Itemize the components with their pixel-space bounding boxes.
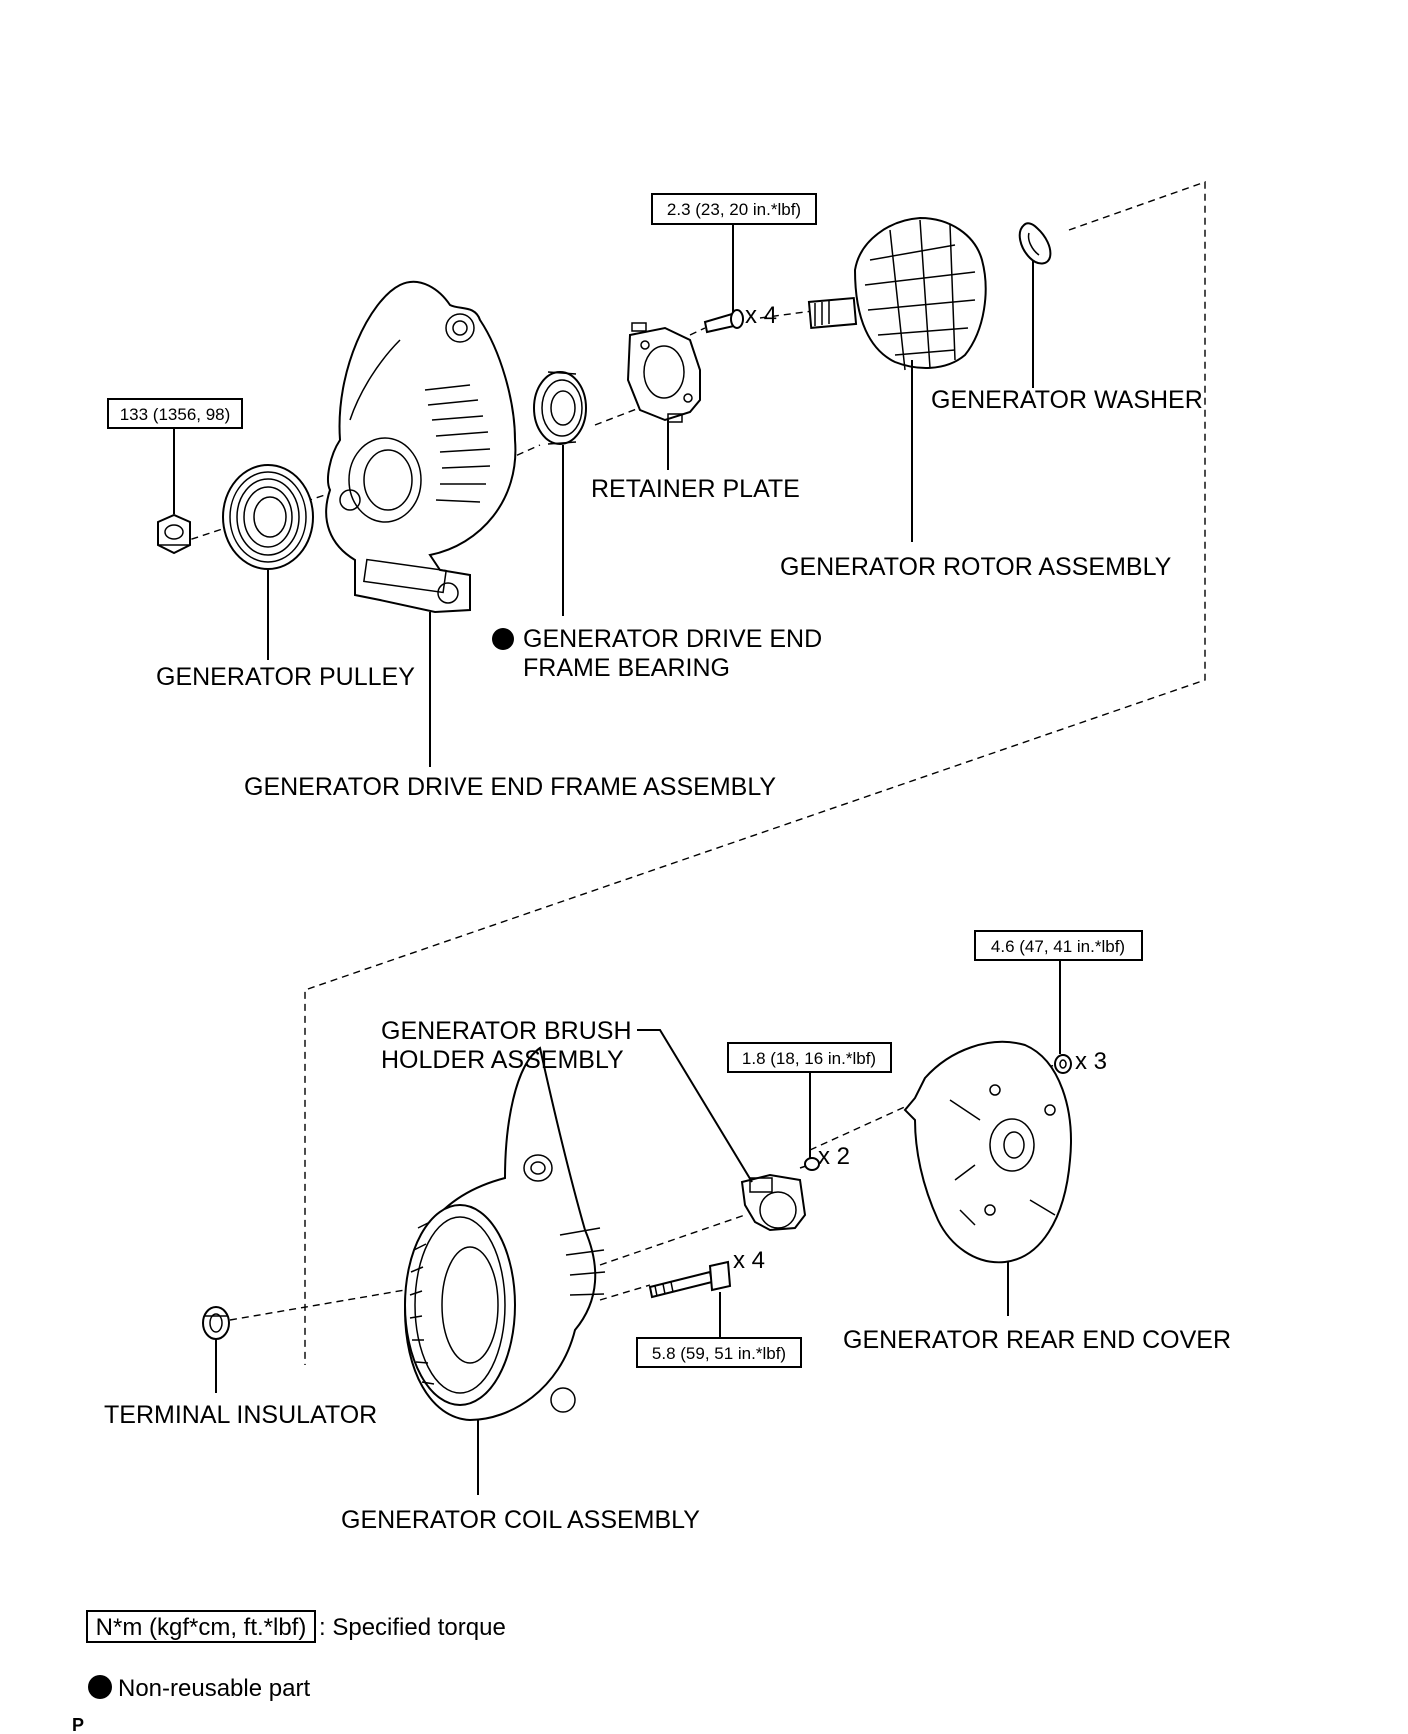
rear-end-cover-part	[903, 1040, 1072, 1264]
label-brush-holder-line2: HOLDER ASSEMBLY	[381, 1046, 624, 1074]
qty-retainer-screws: x 4	[745, 302, 777, 329]
retainer-screw-part	[703, 309, 744, 334]
qty-rear-cover-nuts: x 3	[1075, 1048, 1107, 1075]
legend-torque-unit: N*m (kgf*cm, ft.*lbf)	[96, 1614, 307, 1641]
pulley-nut-part	[157, 513, 191, 555]
qty-through-bolts: x 4	[733, 1247, 765, 1274]
leader-lines	[173, 224, 1061, 1495]
label-drive-end-frame-bearing-line1: GENERATOR DRIVE END	[523, 625, 822, 653]
label-generator-rear-end-cover: GENERATOR REAR END COVER	[843, 1326, 1231, 1354]
terminal-insulator-part	[202, 1306, 230, 1340]
label-generator-rotor-assembly: GENERATOR ROTOR ASSEMBLY	[780, 553, 1172, 581]
drive-end-frame-bearing-part	[533, 371, 587, 445]
torque-rear-cover-text: 4.6 (47, 41 in.*lbf)	[991, 937, 1125, 956]
label-generator-washer: GENERATOR WASHER	[931, 386, 1203, 414]
qty-brush-holder-screws: x 2	[818, 1143, 850, 1170]
torque-box-through-bolts: 5.8 (59, 51 in.*lbf)	[636, 1337, 802, 1368]
page-code: P	[72, 1715, 84, 1734]
legend-non-reusable-mark	[88, 1675, 112, 1699]
label-retainer-plate: RETAINER PLATE	[591, 475, 800, 503]
label-brush-holder-line1: GENERATOR BRUSH	[381, 1017, 632, 1045]
alignment-lines	[179, 181, 1206, 1365]
torque-box-retainer: 2.3 (23, 20 in.*lbf)	[651, 193, 817, 225]
legend: N*m (kgf*cm, ft.*lbf) : Specified torque…	[86, 1610, 506, 1702]
retainer-plate-part	[626, 322, 701, 423]
label-drive-end-frame-assembly: GENERATOR DRIVE END FRAME ASSEMBLY	[244, 773, 776, 801]
generator-washer-part	[1018, 222, 1052, 265]
torque-retainer-text: 2.3 (23, 20 in.*lbf)	[667, 200, 801, 219]
torque-box-pulley-nut: 133 (1356, 98)	[107, 398, 243, 429]
drive-end-frame-part	[325, 280, 517, 614]
label-generator-coil-assembly: GENERATOR COIL ASSEMBLY	[341, 1506, 700, 1534]
label-drive-end-frame-bearing-line2: FRAME BEARING	[523, 654, 730, 682]
torque-through-bolts-text: 5.8 (59, 51 in.*lbf)	[652, 1344, 786, 1363]
legend-torque-box	[86, 1610, 316, 1643]
legend-non-reusable-text: Non-reusable part	[118, 1675, 310, 1702]
torque-box-rear-cover: 4.6 (47, 41 in.*lbf)	[974, 930, 1143, 961]
brush-holder-part	[740, 1173, 807, 1232]
torque-brush-holder-text: 1.8 (18, 16 in.*lbf)	[742, 1049, 876, 1068]
generator-rotor-part	[807, 216, 987, 371]
generator-coil-part	[403, 1046, 606, 1422]
through-bolt-part	[648, 1260, 732, 1299]
torque-box-brush-holder: 1.8 (18, 16 in.*lbf)	[727, 1042, 892, 1073]
brush-holder-screw-part	[799, 1157, 820, 1171]
non-reusable-mark-bearing	[492, 628, 514, 650]
rear-cover-nut-part	[1054, 1054, 1072, 1074]
label-generator-pulley: GENERATOR PULLEY	[156, 663, 415, 691]
torque-pulley-nut-text: 133 (1356, 98)	[120, 405, 231, 424]
label-terminal-insulator: TERMINAL INSULATOR	[104, 1401, 377, 1429]
generator-pulley-part	[222, 464, 314, 570]
legend-torque-text: : Specified torque	[319, 1614, 506, 1641]
